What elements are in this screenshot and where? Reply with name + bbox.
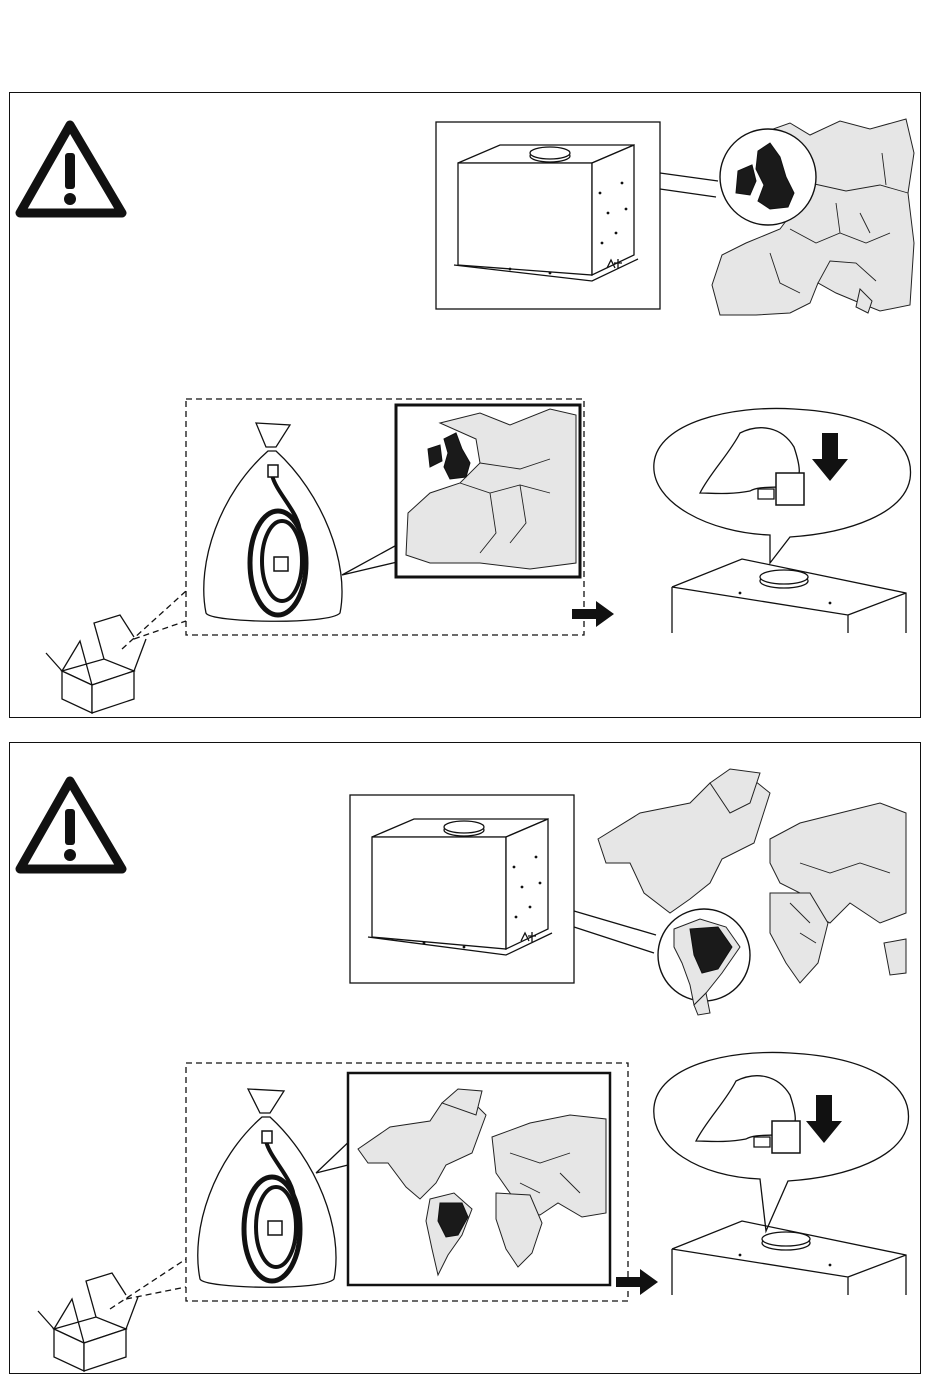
arrow-right-icon bbox=[616, 1269, 658, 1295]
hand-plug-icon bbox=[654, 408, 911, 563]
europe-map-inset-icon bbox=[396, 405, 580, 577]
instruction-panel-brazil bbox=[9, 742, 921, 1374]
instruction-panel-uk bbox=[9, 92, 921, 718]
hood-unit-icon bbox=[350, 795, 574, 983]
warning-icon bbox=[20, 125, 122, 213]
warning-icon bbox=[20, 781, 122, 869]
cardboard-box-icon bbox=[38, 1273, 138, 1371]
hood-unit-icon bbox=[436, 122, 660, 309]
hood-top-icon bbox=[672, 1221, 906, 1295]
world-map-icon bbox=[598, 769, 906, 1015]
hand-plug-icon bbox=[654, 1052, 909, 1231]
arrow-right-icon bbox=[572, 601, 614, 627]
plastic-bag-cable-icon bbox=[198, 1089, 336, 1287]
hood-top-icon bbox=[672, 559, 906, 633]
panel-uk-illustration bbox=[10, 93, 922, 719]
world-map-inset-icon bbox=[348, 1073, 610, 1285]
panel-brazil-illustration bbox=[10, 743, 922, 1375]
europe-map-icon bbox=[712, 119, 914, 315]
plastic-bag-cable-icon bbox=[204, 423, 342, 621]
cardboard-box-icon bbox=[46, 615, 146, 713]
